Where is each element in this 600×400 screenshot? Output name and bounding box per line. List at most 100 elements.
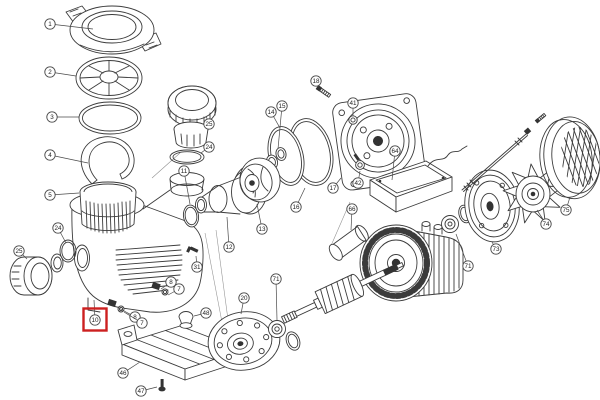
- callout-64: 64: [389, 145, 401, 181]
- callout-3: 3: [46, 111, 79, 123]
- svg-text:8: 8: [133, 314, 137, 321]
- part-strainer-lid: [65, 5, 162, 55]
- part-union-oring-left: [59, 239, 77, 263]
- svg-text:13: 13: [258, 226, 266, 233]
- part-washer-42: [353, 153, 365, 170]
- svg-text:16: 16: [292, 204, 300, 211]
- part-strainer-basket: [79, 181, 137, 234]
- part-drain-plug-upper: [151, 281, 169, 296]
- part-diffuser-oring: [182, 204, 200, 228]
- part-union-tailpiece-top: [173, 121, 209, 149]
- callout-14: 14: [265, 106, 281, 129]
- part-screw-18: [315, 85, 332, 98]
- part-bolt-screw: [534, 113, 547, 124]
- svg-text:5: 5: [48, 192, 52, 199]
- part-housing-screw: [186, 246, 199, 253]
- part-impeller: [239, 157, 281, 203]
- highlight-box: [82, 307, 108, 332]
- part-motor-stator: [359, 221, 464, 302]
- svg-text:15: 15: [278, 103, 286, 110]
- svg-text:46: 46: [119, 370, 127, 377]
- svg-text:17: 17: [329, 185, 337, 192]
- svg-text:25: 25: [15, 248, 23, 255]
- part-lid-oring: [78, 101, 142, 135]
- part-terminal-box-cover: [369, 160, 453, 213]
- svg-text:71: 71: [464, 263, 472, 270]
- svg-text:48: 48: [202, 310, 210, 317]
- callout-71-front: 71: [270, 273, 282, 321]
- callout-24-left: 24: [52, 222, 67, 244]
- callout-5: 5: [44, 189, 80, 201]
- part-base-screw: [158, 379, 166, 392]
- svg-text:64: 64: [391, 148, 399, 155]
- part-fan: [501, 163, 565, 225]
- svg-text:14: 14: [267, 109, 275, 116]
- callout-73: 73: [490, 241, 502, 255]
- callout-74: 74: [536, 209, 552, 230]
- svg-text:24: 24: [205, 144, 213, 151]
- callout-31: 31: [191, 255, 203, 273]
- callout-25-left: 25: [13, 245, 28, 260]
- part-washer-41: [348, 115, 358, 125]
- callout-18: 18: [310, 75, 322, 88]
- callout-12: 12: [223, 216, 235, 253]
- svg-text:10: 10: [91, 317, 99, 324]
- callout-7-upper: 7: [167, 283, 185, 296]
- part-fan-cover: [539, 116, 600, 200]
- svg-text:18: 18: [312, 78, 320, 85]
- svg-text:11: 11: [181, 168, 188, 175]
- callout-8-upper: 8: [160, 276, 177, 290]
- callout-48: 48: [193, 307, 212, 319]
- svg-text:73: 73: [492, 246, 500, 253]
- callout-4: 4: [44, 149, 89, 164]
- callout-75: 75: [560, 196, 572, 216]
- part-bearing-front: [268, 320, 301, 351]
- svg-text:7: 7: [140, 320, 144, 327]
- part-union-nut-top: [167, 85, 217, 127]
- callout-20: 20: [238, 292, 250, 315]
- callout-16: 16: [290, 187, 306, 213]
- part-power-wire: [427, 145, 468, 167]
- callout-15: 15: [276, 100, 288, 150]
- callout-11: 11: [178, 165, 191, 205]
- svg-text:74: 74: [542, 221, 550, 228]
- part-lock-ring: [75, 56, 143, 100]
- svg-text:7: 7: [177, 286, 181, 293]
- svg-text:3: 3: [50, 114, 54, 121]
- svg-text:8: 8: [169, 279, 173, 286]
- part-motor-front-flange: [207, 311, 281, 371]
- callout-46: 46: [117, 361, 141, 379]
- part-rubber-foot: [178, 311, 194, 329]
- callout-47: 47: [135, 385, 158, 397]
- part-rotor-shaft: [281, 262, 404, 324]
- callout-41: 41: [347, 97, 359, 116]
- callout-25-top: 25: [203, 115, 215, 130]
- svg-text:4: 4: [48, 152, 52, 159]
- svg-text:20: 20: [240, 295, 248, 302]
- svg-text:25: 25: [205, 121, 213, 128]
- callout-71-rear: 71: [455, 233, 474, 272]
- svg-text:71: 71: [272, 276, 280, 283]
- svg-text:42: 42: [354, 180, 362, 187]
- callout-42: 42: [352, 170, 364, 189]
- callout-24-top: 24: [200, 141, 215, 154]
- callout-17: 17: [327, 177, 342, 194]
- svg-text:1: 1: [48, 21, 52, 28]
- callout-1: 1: [44, 18, 94, 30]
- svg-text:24: 24: [54, 225, 62, 232]
- part-through-bolt: [461, 127, 532, 192]
- part-union-nut-left: [9, 256, 53, 296]
- svg-text:2: 2: [48, 69, 52, 76]
- part-capacitor: [328, 224, 369, 261]
- svg-text:41: 41: [349, 100, 357, 107]
- part-union-tailpiece-left: [50, 253, 64, 273]
- callout-13: 13: [256, 203, 268, 235]
- part-union-oring-top: [169, 149, 205, 165]
- svg-text:47: 47: [137, 388, 145, 395]
- callout-7-lower: 7: [123, 311, 148, 329]
- callout-66: 66: [346, 203, 358, 231]
- svg-text:12: 12: [225, 244, 233, 251]
- callout-2: 2: [44, 66, 77, 78]
- svg-text:66: 66: [348, 206, 356, 213]
